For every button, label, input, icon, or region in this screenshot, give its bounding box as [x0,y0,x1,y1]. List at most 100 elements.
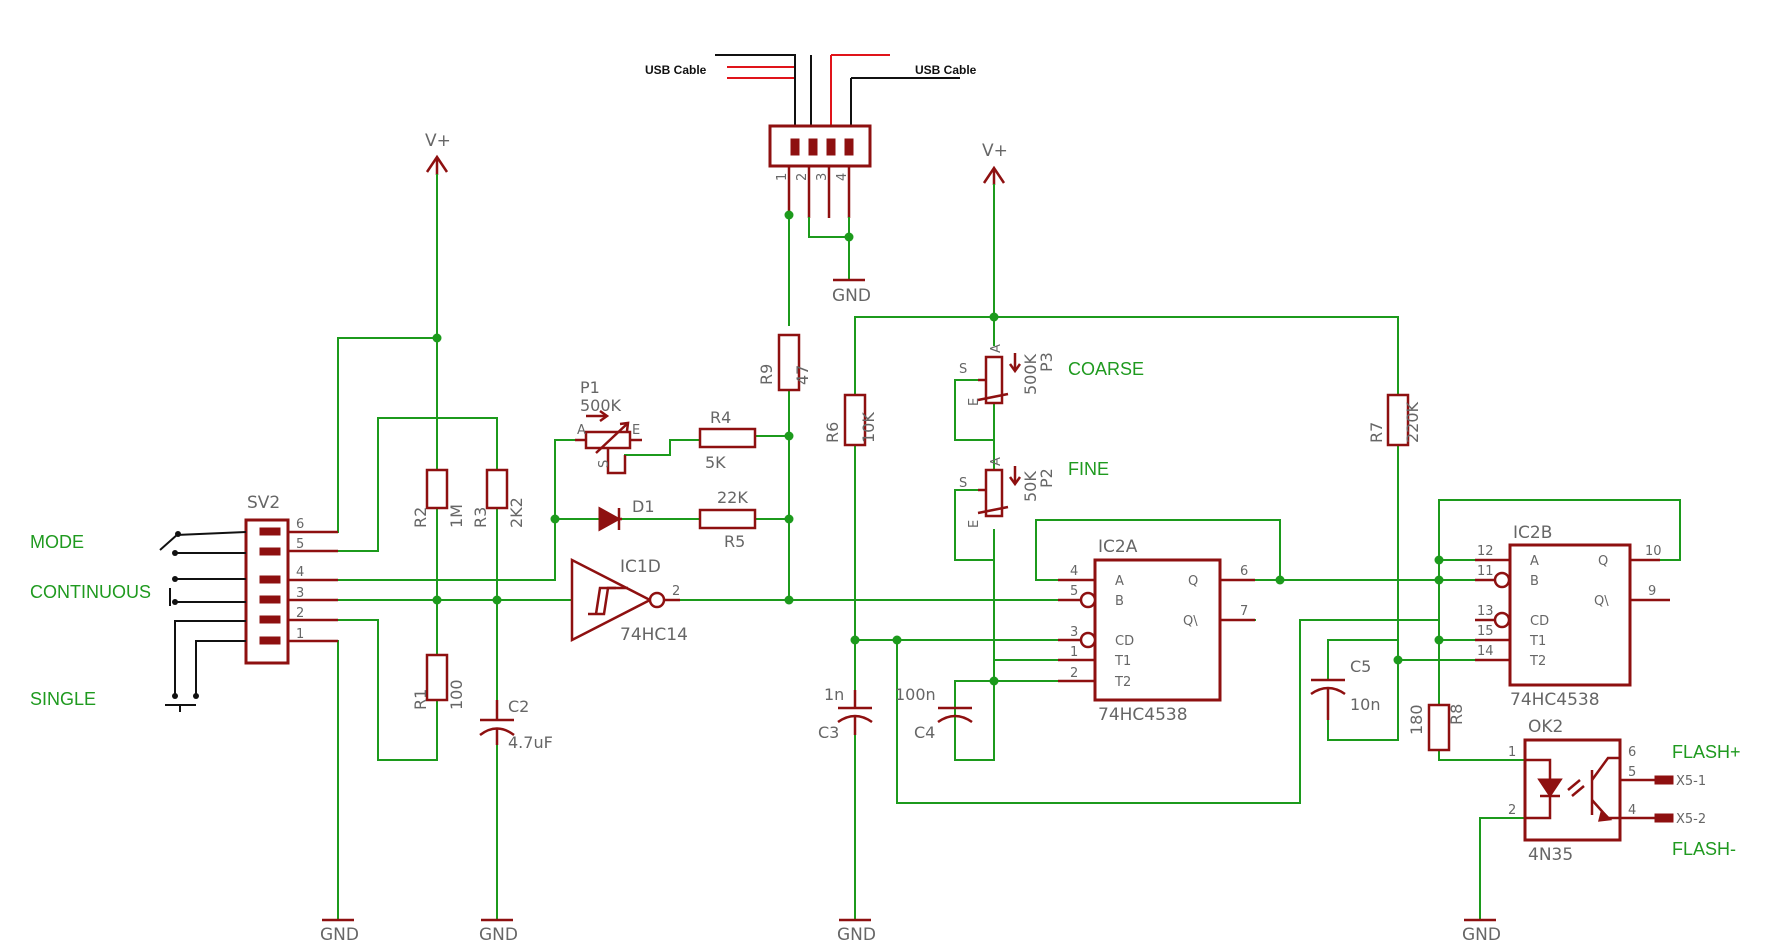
p3-pin-e: E [967,398,982,406]
gnd-label-usb: GND [832,286,871,306]
ic2b-value: 74HC4538 [1510,690,1600,710]
p1-pin-a: A [577,423,586,438]
r9-value: 47 [793,365,812,385]
sv2-pin-3: 3 [296,586,304,601]
wires [289,174,1681,921]
ic2b-pin-10: 10 [1645,544,1662,559]
ic1d-pin-out: 2 [672,584,680,599]
r4-name: R4 [710,408,731,427]
ic2b-pin-12: 12 [1477,544,1494,559]
usb-pin-2: 2 [795,173,810,181]
p2-name: P2 [1037,468,1056,488]
r2-resistor [425,468,449,510]
ic2b-t1: T1 [1529,634,1546,649]
external-switches [159,531,247,712]
ic2a-pin-1: 1 [1070,645,1078,660]
r6-resistor [843,393,867,447]
p2-pin-e: E [967,520,982,528]
ic2b-q: Q [1598,554,1608,569]
ic2a-qn: Q\ [1183,614,1198,629]
c5-capacitor [1310,678,1346,720]
r3-value: 2K2 [507,497,526,528]
ic2b-b: B [1530,574,1539,589]
r7-name: R7 [1367,422,1386,443]
c2-name: C2 [508,697,529,716]
sv2-pin-1: 1 [296,627,304,642]
c4-value: 100n [895,685,936,704]
r8-resistor [1427,703,1451,752]
p3-potentiometer [977,353,1022,405]
p2-potentiometer [977,466,1022,518]
d1-name: D1 [632,497,655,516]
r8-name: R8 [1447,704,1466,725]
r3-name: R3 [471,507,490,528]
ic2b-a: A [1530,554,1539,569]
gnd-label-sv2: GND [320,925,359,941]
r9-name: R9 [757,364,776,385]
ic2b-name: IC2B [1513,523,1552,543]
p3-pin-s: S [959,362,967,377]
p2-pin-s: S [959,476,967,491]
vplus-label-left: V+ [425,131,451,151]
r9-resistor [777,333,801,392]
r8-value: 180 [1407,704,1426,735]
p1-pin-e: E [632,423,640,438]
p1-pin-s: S [597,460,612,468]
gnd-label-c2: GND [479,925,518,941]
p1-value: 500K [580,396,622,415]
ic2a-chip [1058,558,1255,702]
sv2-pin-4: 4 [296,565,304,580]
p3-value: 500K [1021,353,1040,395]
sv2-pin-5: 5 [296,537,304,552]
gnd-label-c3: GND [837,925,876,941]
usb-cable-wires [715,54,960,152]
ic2a-a: A [1115,574,1124,589]
p3-name: P3 [1037,352,1056,372]
x5-1-label: X5-1 [1676,774,1706,789]
r5-resistor [698,508,757,530]
ic2b-pin-11: 11 [1477,564,1494,579]
c3-value: 1n [824,685,844,704]
ic2a-pin-3: 3 [1070,625,1078,640]
ic2a-t1: T1 [1114,654,1131,669]
r6-value: 10K [859,412,878,443]
ic2a-q: Q [1188,574,1198,589]
ic2b-pin-15: 15 [1477,624,1494,639]
flash-minus-label: FLASH- [1672,839,1736,859]
usb-connector [768,124,872,218]
c5-value: 10n [1350,695,1381,714]
r1-resistor [425,653,449,702]
r7-resistor [1386,393,1410,447]
c5-name: C5 [1350,657,1371,676]
ic2a-value: 74HC4538 [1098,705,1188,725]
ic2a-pin-2: 2 [1070,666,1078,681]
c4-name: C4 [914,723,935,742]
ok2-pin-6: 6 [1628,745,1636,760]
ic2b-qn: Q\ [1594,594,1609,609]
usb-pin-1: 1 [775,173,790,181]
p1-name: P1 [580,378,600,397]
ok2-name: OK2 [1528,717,1563,737]
sv2-connector [244,518,338,665]
r5-value: 22K [717,488,748,507]
ic2a-pin-5: 5 [1070,584,1078,599]
r4-value: 5K [705,453,726,472]
r2-value: 1M [447,504,466,528]
r2-name: R2 [411,507,430,528]
ok2-pin-1: 1 [1508,745,1516,760]
usb-pin-3: 3 [815,173,830,181]
ic2b-chip [1475,543,1670,687]
ok2-optocoupler [1523,738,1660,842]
ic2a-cd: CD [1115,634,1134,649]
ic2b-cd: CD [1530,614,1549,629]
p2-pin-a: A [989,457,1004,466]
flash-plus-label: FLASH+ [1672,742,1741,762]
ic1d-name: IC1D [620,557,661,577]
r5-name: R5 [724,532,745,551]
ic2a-pin-7: 7 [1240,604,1248,619]
usb-wiring [784,210,854,326]
sv2-pin-2: 2 [296,606,304,621]
ic2b-t2: T2 [1529,654,1546,669]
sv2-pin-6: 6 [296,517,304,532]
